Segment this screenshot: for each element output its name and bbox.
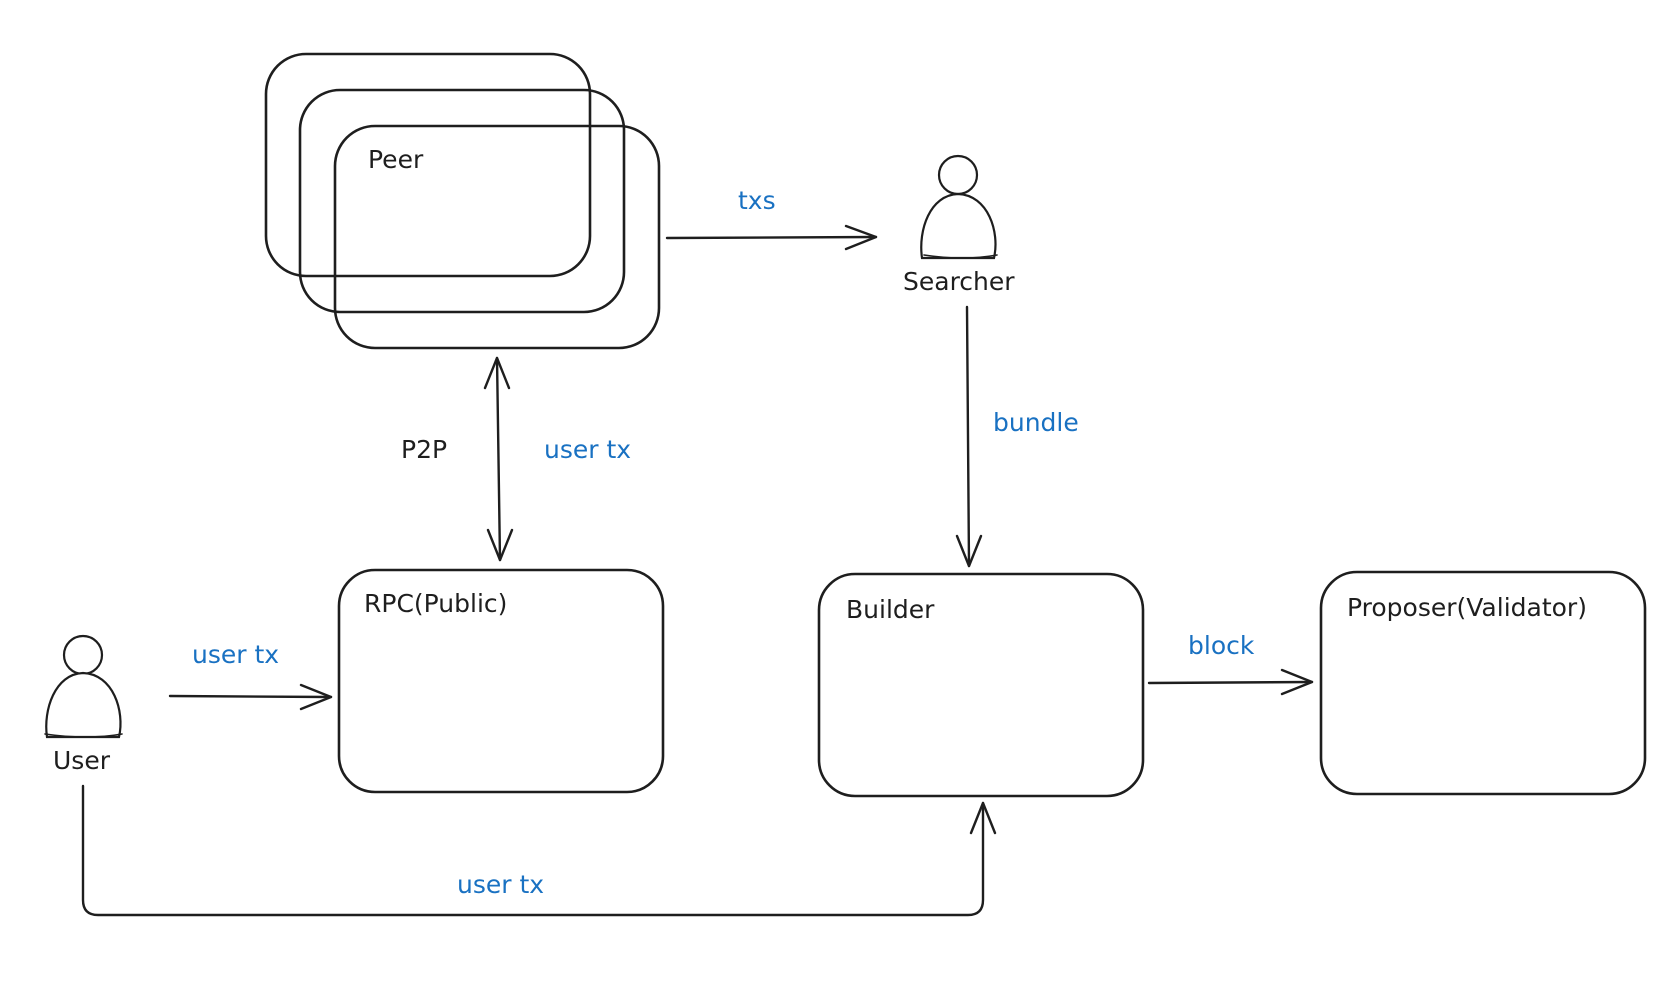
p2p-label: P2P <box>401 435 447 464</box>
block-label: block <box>1188 631 1255 660</box>
builder-node: Builder <box>817 572 1145 798</box>
user-to-builder-label: user tx <box>457 870 544 899</box>
proposer-box <box>1319 570 1647 796</box>
arrow-builder-to-proposer: block <box>1147 631 1314 696</box>
user-actor: User <box>44 634 123 775</box>
builder-label: Builder <box>846 595 935 624</box>
peer-rpc-user-tx-label: user tx <box>544 435 631 464</box>
proposer-label: Proposer(Validator) <box>1347 593 1587 622</box>
arrow-peer-to-searcher: txs <box>665 186 878 251</box>
searcher-actor: Searcher <box>903 154 1015 296</box>
proposer-node: Proposer(Validator) <box>1319 570 1647 796</box>
searcher-person-icon <box>920 154 998 260</box>
txs-label: txs <box>738 186 776 215</box>
peer-label: Peer <box>368 145 424 174</box>
arrow-user-to-rpc: user tx <box>168 640 333 711</box>
user-person-icon <box>44 634 123 739</box>
arrow-searcher-to-builder: bundle <box>955 305 1079 568</box>
peer-stack: Peer <box>264 52 661 350</box>
user-label: User <box>53 746 111 775</box>
peer-box-back <box>264 52 592 278</box>
bundle-label: bundle <box>993 408 1079 437</box>
arrow-peer-rpc-bidirectional: P2P user tx <box>401 356 631 562</box>
searcher-label: Searcher <box>903 267 1015 296</box>
user-to-rpc-label: user tx <box>192 640 279 669</box>
arrow-user-to-builder: user tx <box>81 784 997 917</box>
builder-box <box>817 572 1145 798</box>
peer-box-middle <box>298 88 626 314</box>
peer-box-front <box>333 124 661 350</box>
rpc-node: RPC(Public) <box>337 568 665 794</box>
rpc-box <box>337 568 665 794</box>
rpc-label: RPC(Public) <box>364 589 507 618</box>
